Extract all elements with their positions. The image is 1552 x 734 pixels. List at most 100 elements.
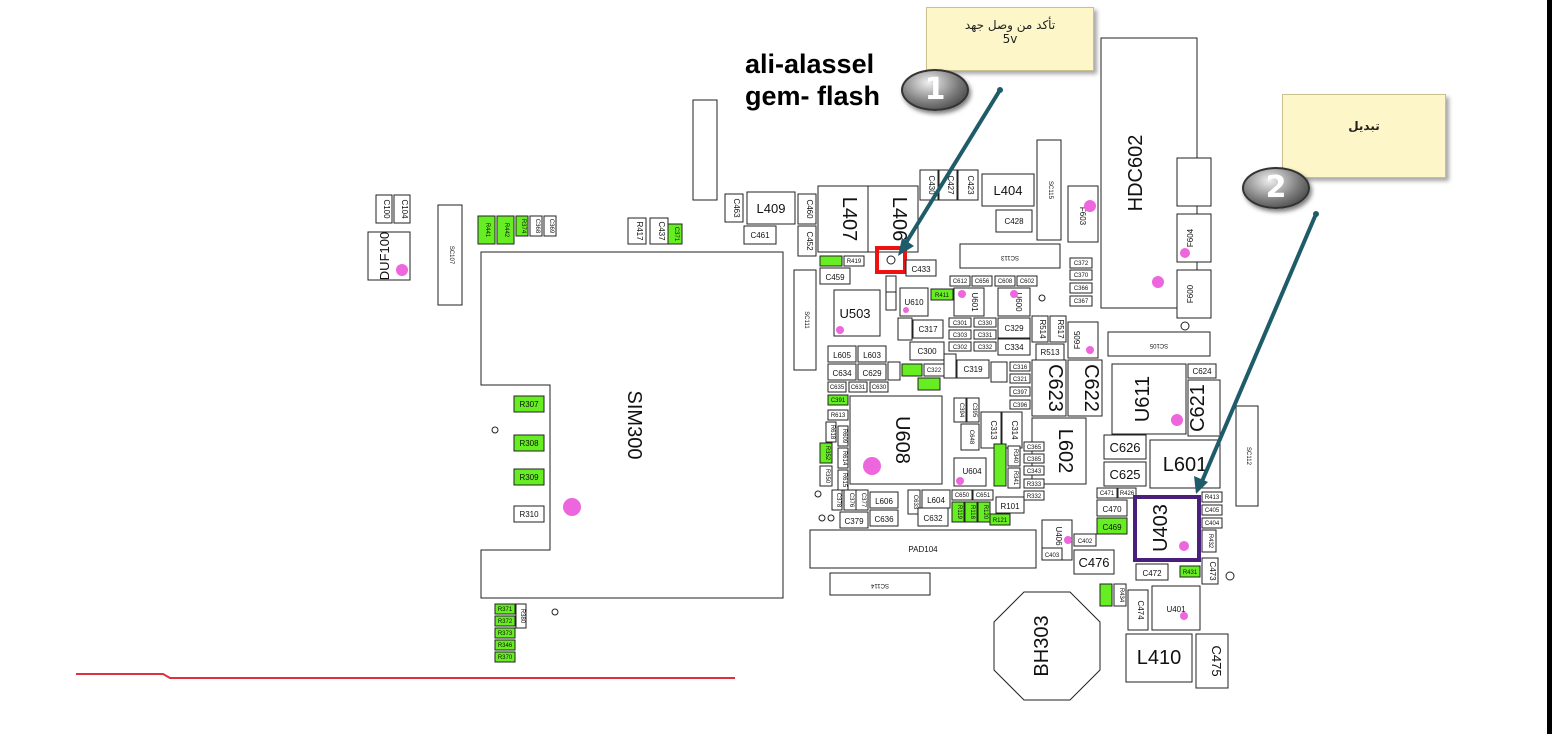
c650-label: C650 (955, 493, 970, 499)
r434-label: R434 (1118, 588, 1124, 603)
c385-label: C385 (1027, 457, 1042, 463)
c313-label: C313 (989, 420, 998, 440)
note-check-voltage: تأكد من وصل جهد 5v (926, 7, 1094, 71)
r332-label: R332 (1027, 494, 1042, 500)
c331-label: C331 (978, 333, 993, 339)
r308-label: R308 (519, 439, 539, 448)
c433-label: C433 (911, 265, 931, 274)
highlight-test-point-1 (875, 246, 907, 274)
sc112-label: SC112 (1245, 447, 1251, 466)
c625-label: C625 (1109, 467, 1140, 482)
hdc602-label: HDC602 (1125, 135, 1147, 212)
c630-label: C630 (872, 385, 887, 391)
c343-label: C343 (1027, 469, 1042, 475)
r413-label: R413 (1205, 495, 1220, 501)
r120-label: R120 (982, 505, 988, 520)
u503-label: U503 (839, 306, 870, 321)
c472-label: C472 (1142, 569, 1162, 578)
r609-label: R609 (841, 429, 847, 444)
step-badge-1: 1 (901, 69, 969, 111)
c602-label: C602 (1020, 279, 1035, 285)
c371-label: C371 (673, 227, 679, 242)
c463-label: C463 (732, 198, 741, 218)
l407-label: L407 (838, 197, 860, 242)
bh303-outline (993, 591, 1101, 701)
c302-label: C302 (953, 345, 968, 351)
c372-label: C372 (1074, 261, 1089, 267)
c316-label: C316 (1013, 365, 1028, 371)
sim300-label: SIM300 (623, 391, 645, 460)
c469-label: C469 (1102, 523, 1122, 532)
note2-text: تبديل (1348, 119, 1380, 133)
r618-label: R618 (829, 425, 835, 440)
highlight-u403 (1133, 495, 1201, 562)
note-replace: تبديل (1282, 94, 1446, 178)
r513-label: R513 (1040, 348, 1060, 357)
r101-label: R101 (1000, 502, 1020, 511)
c626-label: C626 (1109, 440, 1140, 455)
r350-label: R350 (824, 469, 830, 484)
c622-label: C622 (1080, 364, 1102, 412)
arrow-1-head (898, 238, 914, 256)
c651-label: C651 (976, 493, 991, 499)
c636-label: C636 (874, 515, 894, 524)
c428-label: C428 (1004, 217, 1024, 226)
right-border (1547, 0, 1552, 734)
pad104-label: PAD104 (908, 545, 938, 554)
c370-label: C370 (1074, 273, 1089, 279)
c461-label: C461 (750, 231, 770, 240)
c427-label: C427 (946, 175, 955, 195)
f600-label: F600 (1186, 284, 1195, 303)
r615-label: R615 (841, 473, 847, 488)
sim300-outline (480, 251, 784, 599)
r419-label: R419 (847, 259, 862, 265)
arrow-2-head (1194, 476, 1208, 494)
c368-label: C368 (534, 219, 540, 234)
r119-label: R119 (956, 505, 962, 520)
c634-label: C634 (832, 369, 852, 378)
c473-label: C473 (1208, 561, 1217, 581)
c377-label: C377 (860, 493, 866, 508)
r310-label: R310 (519, 510, 539, 519)
u601-label: U601 (970, 292, 979, 312)
u610-label: U610 (904, 298, 924, 307)
u600-label: U600 (1014, 292, 1023, 312)
r307-label: R307 (519, 400, 539, 409)
r374-label: R374 (520, 219, 526, 234)
note1-line1: تأكد من وصل جهد (964, 18, 1056, 32)
watermark-line2: gem- flash (745, 81, 881, 111)
r352-label: R352 (824, 446, 830, 461)
l604-label: L604 (927, 496, 945, 505)
sc111-label: SC111 (803, 311, 809, 329)
c366-label: C366 (1074, 286, 1089, 292)
u403-label: U403 (1150, 504, 1172, 552)
c474-label: C474 (1136, 600, 1145, 620)
c437-label: C437 (657, 221, 666, 241)
c423-label: C423 (966, 175, 975, 195)
r431-label: R431 (1183, 570, 1198, 576)
c301-label: C301 (953, 321, 968, 327)
r371-label: R371 (498, 607, 513, 613)
r411-label: R411 (935, 293, 950, 299)
r432-label: R432 (1207, 534, 1213, 549)
r373-label: R373 (498, 631, 513, 637)
c365-label: C365 (1027, 445, 1042, 451)
c104-label: C104 (400, 199, 409, 219)
c303-label: C303 (953, 333, 968, 339)
c314-label: C314 (1010, 420, 1019, 440)
r517-label: R517 (1056, 319, 1065, 339)
c402-label: C402 (1078, 539, 1093, 545)
r118-label: R118 (969, 505, 975, 520)
r309-label: R309 (519, 473, 539, 482)
watermark-line1: ali-alassel (745, 49, 875, 79)
c396-label: C396 (1013, 403, 1028, 409)
l602-label: L602 (1054, 429, 1076, 474)
f605-label: F605 (1073, 330, 1082, 349)
c633-label: C633 (912, 495, 918, 510)
c395-label: C395 (971, 403, 977, 418)
c470-label: C470 (1102, 505, 1122, 514)
c629-label: C629 (862, 369, 882, 378)
c100-label: C100 (382, 199, 391, 219)
c367-label: C367 (1074, 299, 1089, 305)
c623-label: C623 (1044, 364, 1066, 412)
